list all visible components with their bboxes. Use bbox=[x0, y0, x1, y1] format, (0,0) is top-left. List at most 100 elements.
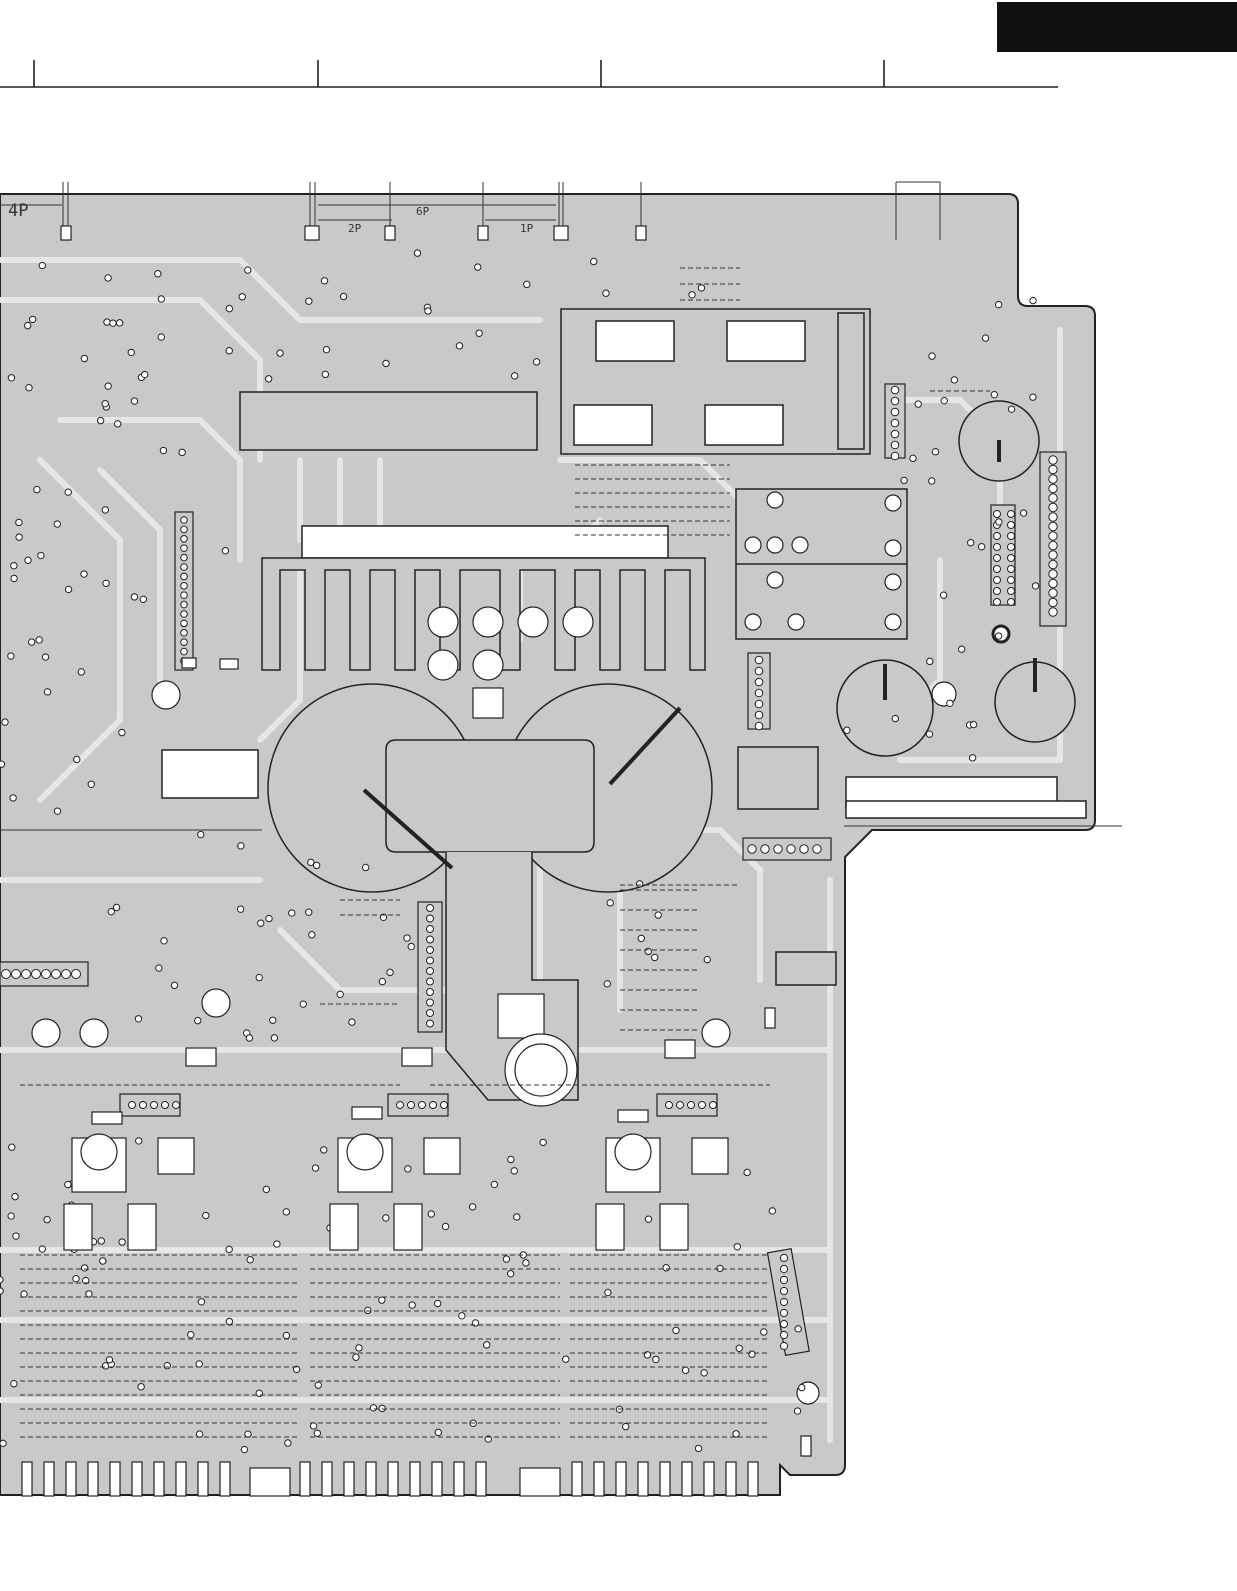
pad bbox=[434, 1300, 440, 1306]
pad bbox=[1008, 533, 1015, 540]
pad bbox=[39, 1246, 45, 1252]
pad bbox=[42, 970, 51, 979]
pad bbox=[306, 909, 312, 915]
pad bbox=[86, 1291, 92, 1297]
pad bbox=[427, 968, 434, 975]
pad bbox=[427, 1010, 434, 1017]
pad bbox=[978, 544, 984, 550]
pad bbox=[266, 915, 272, 921]
pad bbox=[755, 711, 763, 719]
pad bbox=[514, 1214, 520, 1220]
pad bbox=[891, 408, 899, 416]
pad bbox=[427, 915, 434, 922]
pad bbox=[1020, 510, 1026, 516]
pad bbox=[780, 1320, 787, 1327]
pad bbox=[0, 761, 5, 767]
pad bbox=[915, 401, 921, 407]
pad bbox=[315, 1382, 321, 1388]
pad bbox=[181, 583, 188, 590]
pad bbox=[321, 278, 327, 284]
pad bbox=[780, 1287, 787, 1294]
pad bbox=[387, 969, 393, 975]
pad bbox=[29, 316, 35, 322]
pad bbox=[428, 1211, 434, 1217]
pad bbox=[44, 689, 50, 695]
pad bbox=[958, 646, 964, 652]
pad bbox=[370, 1405, 376, 1411]
pad bbox=[1008, 555, 1015, 562]
pad bbox=[226, 348, 232, 354]
pad bbox=[677, 1102, 684, 1109]
pad bbox=[427, 957, 434, 964]
pad bbox=[222, 547, 228, 553]
pad bbox=[1049, 503, 1057, 511]
pad bbox=[34, 486, 40, 492]
pad bbox=[81, 571, 87, 577]
pad bbox=[300, 1001, 306, 1007]
pad bbox=[794, 1408, 800, 1414]
pad bbox=[26, 385, 32, 391]
pad bbox=[844, 727, 850, 733]
pad bbox=[607, 900, 613, 906]
pad bbox=[323, 346, 329, 352]
pad bbox=[11, 575, 17, 581]
pad bbox=[710, 1102, 717, 1109]
pad bbox=[196, 1431, 202, 1437]
pad bbox=[11, 562, 17, 568]
pad bbox=[442, 1223, 448, 1229]
pad bbox=[306, 298, 312, 304]
pad bbox=[181, 592, 188, 599]
pad bbox=[245, 267, 251, 273]
pad bbox=[755, 700, 763, 708]
pad bbox=[128, 349, 134, 355]
pad bbox=[379, 1405, 385, 1411]
pad bbox=[136, 1138, 142, 1144]
pad bbox=[733, 1431, 739, 1437]
pad bbox=[1049, 551, 1057, 559]
pad bbox=[106, 1357, 112, 1363]
pad bbox=[663, 1265, 669, 1271]
pad bbox=[383, 360, 389, 366]
pad bbox=[1008, 599, 1015, 606]
pad bbox=[1049, 570, 1057, 578]
pad bbox=[8, 653, 14, 659]
pad bbox=[734, 1244, 740, 1250]
pad bbox=[533, 359, 539, 365]
pad bbox=[9, 1144, 15, 1150]
pad bbox=[638, 935, 644, 941]
pad bbox=[1049, 532, 1057, 540]
pad bbox=[42, 654, 48, 660]
pad bbox=[188, 1331, 194, 1337]
pad bbox=[198, 831, 204, 837]
pad bbox=[10, 795, 16, 801]
pad bbox=[427, 978, 434, 985]
pad bbox=[2, 970, 11, 979]
pad bbox=[1049, 484, 1057, 492]
pad bbox=[813, 845, 821, 853]
pad bbox=[673, 1327, 679, 1333]
connector-label-1p: 1P bbox=[520, 222, 534, 235]
pad bbox=[173, 1102, 180, 1109]
pad bbox=[689, 292, 695, 298]
pad bbox=[1030, 394, 1036, 400]
pad bbox=[701, 1370, 707, 1376]
pad bbox=[749, 1351, 755, 1357]
pad bbox=[761, 845, 769, 853]
pad bbox=[322, 371, 328, 377]
pad bbox=[994, 555, 1001, 562]
pad bbox=[780, 1265, 787, 1272]
pad bbox=[688, 1102, 695, 1109]
pad bbox=[238, 843, 244, 849]
pad bbox=[699, 1102, 706, 1109]
pad bbox=[456, 343, 462, 349]
pad bbox=[105, 383, 111, 389]
pad bbox=[929, 478, 935, 484]
pad bbox=[270, 1017, 276, 1023]
pad bbox=[110, 320, 116, 326]
pad bbox=[491, 1181, 497, 1187]
pad bbox=[427, 999, 434, 1006]
pad bbox=[1049, 494, 1057, 502]
pad bbox=[271, 1035, 277, 1041]
